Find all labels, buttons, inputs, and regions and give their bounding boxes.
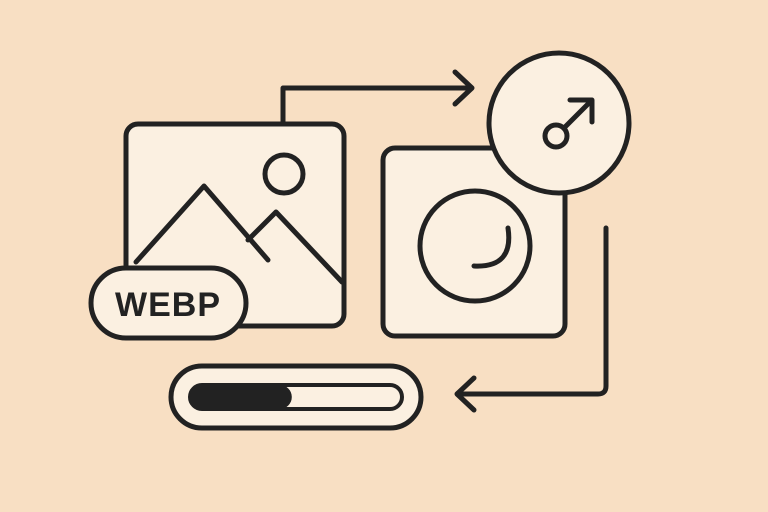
- share-icon-head: [567, 97, 595, 125]
- loader-inner-arc: [471, 225, 512, 269]
- top-connector-arrow: [280, 69, 475, 125]
- top-arrowhead: [452, 69, 475, 107]
- return-connector-line: [455, 225, 609, 397]
- format-badge-label: WEBP: [115, 286, 221, 324]
- sun-shape: [262, 152, 306, 196]
- format-badge-pill: [88, 265, 249, 341]
- big-mountain-shape: [133, 183, 271, 265]
- share-badge: [486, 50, 632, 196]
- return-arrowhead: [454, 375, 477, 413]
- progress-bar: [168, 363, 424, 431]
- share-icon-shaft: [561, 99, 593, 131]
- format-badge: WEBP: [88, 265, 249, 341]
- share-icon-origin-dot: [542, 122, 570, 150]
- circle-loader-icon: [417, 188, 533, 304]
- top-connector-line: [280, 85, 473, 125]
- target-card-frame: [380, 145, 568, 339]
- progress-fill: [190, 385, 292, 409]
- arrow-up-right-icon: [542, 97, 595, 150]
- loader-outer-ring: [417, 188, 533, 304]
- small-mountain-shape: [245, 209, 345, 285]
- target-card: [380, 145, 568, 339]
- return-connector-arrow: [454, 225, 609, 413]
- image-icon: [133, 152, 345, 285]
